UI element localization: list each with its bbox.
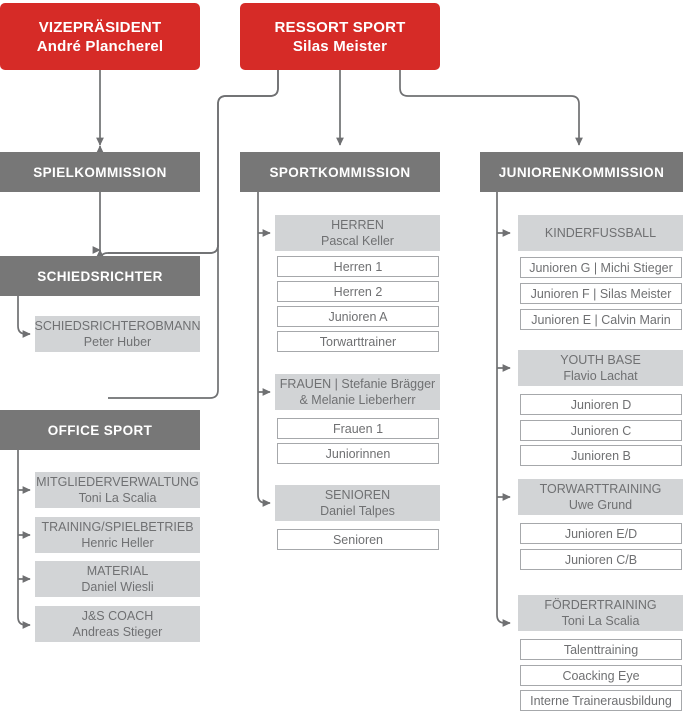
leaf-talenttraining[interactable]: Talenttraining [520,639,682,660]
leaf-torwarttrainer[interactable]: Torwarttrainer [277,331,439,352]
node-training-spielbetrieb[interactable]: TRAINING/SPIELBETRIEB Henric Heller [35,517,200,553]
leaf-junioren-c[interactable]: Junioren C [520,420,682,441]
senioren-role: SENIOREN [324,488,391,502]
leaf-coacking-eye[interactable]: Coacking Eye [520,665,682,686]
material-role: MATERIAL [86,564,149,578]
foerdertraining-role: FÖRDERTRAINING [544,598,657,612]
herren-role: HERREN [331,218,384,232]
node-vizepraesident[interactable]: VIZEPRÄSIDENT André Plancherel [0,3,200,70]
kinderfussball-role: KINDERFUSSBALL [544,226,657,240]
material-person: Daniel Wiesli [81,580,154,594]
herren-person: Pascal Keller [321,234,394,248]
leaf-herren-1[interactable]: Herren 1 [277,256,439,277]
node-sportkommission[interactable]: SPORTKOMMISSION [240,152,440,192]
leaf-junioren-a[interactable]: Junioren A [277,306,439,327]
leaf-junioren-e[interactable]: Junioren E | Calvin Marin [520,309,682,330]
vizepraesident-role: VIZEPRÄSIDENT [38,18,162,36]
schiedsrichterobmann-role: SCHIEDSRICHTEROBMANN [34,319,201,333]
leaf-interne-trainerausbildung[interactable]: Interne Trainerausbildung [520,690,682,711]
node-youth-base[interactable]: YOUTH BASE Flavio Lachat [518,350,683,386]
mitgliederverwaltung-person: Toni La Scalia [78,491,157,505]
leaf-frauen-1[interactable]: Frauen 1 [277,418,439,439]
training-spielbetrieb-person: Henric Heller [81,536,154,550]
ressort-sport-person: Silas Meister [292,37,388,55]
torwarttraining-role: TORWARTTRAINING [539,482,662,496]
ressort-sport-role: RESSORT SPORT [274,18,406,36]
node-kinderfussball[interactable]: KINDERFUSSBALL [518,215,683,251]
js-coach-role: J&S COACH [81,609,154,623]
node-schiedsrichter[interactable]: SCHIEDSRICHTER [0,256,200,296]
node-mitgliederverwaltung[interactable]: MITGLIEDERVERWALTUNG Toni La Scalia [35,472,200,508]
node-frauen[interactable]: FRAUEN | Stefanie Brägger & Melanie Lieb… [275,374,440,410]
senioren-person: Daniel Talpes [320,504,395,518]
youth-base-role: YOUTH BASE [560,353,641,367]
node-schiedsrichterobmann[interactable]: SCHIEDSRICHTEROBMANN Peter Huber [34,316,201,352]
node-material[interactable]: MATERIAL Daniel Wiesli [35,561,200,597]
node-senioren[interactable]: SENIOREN Daniel Talpes [275,485,440,521]
node-ressort-sport[interactable]: RESSORT SPORT Silas Meister [240,3,440,70]
training-spielbetrieb-role: TRAINING/SPIELBETRIEB [41,520,194,534]
frauen-person: & Melanie Lieberherr [299,393,416,407]
leaf-junioren-cb[interactable]: Junioren C/B [520,549,682,570]
leaf-junioren-f[interactable]: Junioren F | Silas Meister [520,283,682,304]
leaf-senioren[interactable]: Senioren [277,529,439,550]
leaf-junioren-b[interactable]: Junioren B [520,445,682,466]
node-torwarttraining[interactable]: TORWARTTRAINING Uwe Grund [518,479,683,515]
foerdertraining-person: Toni La Scalia [561,614,640,628]
youth-base-person: Flavio Lachat [563,369,638,383]
leaf-junioren-d[interactable]: Junioren D [520,394,682,415]
node-juniorenkommission[interactable]: JUNIORENKOMMISSION [480,152,683,192]
leaf-juniorinnen[interactable]: Juniorinnen [277,443,439,464]
schiedsrichterobmann-person: Peter Huber [83,335,152,349]
torwarttraining-person: Uwe Grund [568,498,633,512]
js-coach-person: Andreas Stieger [72,625,163,639]
node-herren[interactable]: HERREN Pascal Keller [275,215,440,251]
node-spielkommission[interactable]: SPIELKOMMISSION [0,152,200,192]
node-foerdertraining[interactable]: FÖRDERTRAINING Toni La Scalia [518,595,683,631]
node-js-coach[interactable]: J&S COACH Andreas Stieger [35,606,200,642]
leaf-junioren-ed[interactable]: Junioren E/D [520,523,682,544]
leaf-junioren-g[interactable]: Junioren G | Michi Stieger [520,257,682,278]
leaf-herren-2[interactable]: Herren 2 [277,281,439,302]
mitgliederverwaltung-role: MITGLIEDERVERWALTUNG [36,475,199,489]
frauen-role: FRAUEN | Stefanie Brägger [279,377,436,391]
node-office-sport[interactable]: OFFICE SPORT [0,410,200,450]
vizepraesident-person: André Plancherel [36,37,164,55]
